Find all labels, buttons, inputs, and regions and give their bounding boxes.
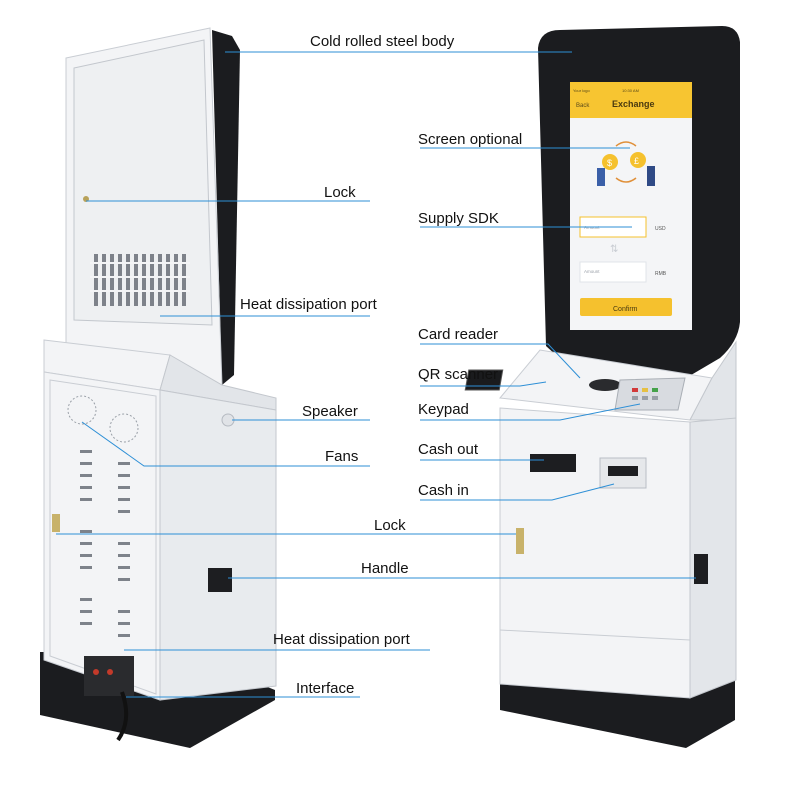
cash-in-slot	[608, 466, 638, 476]
label-interface: Interface	[296, 680, 354, 697]
lower-cabinet-side	[159, 389, 277, 701]
label-speaker: Speaker	[302, 403, 358, 420]
confirm-button-label: Confirm	[613, 306, 638, 313]
confirm-button[interactable]	[580, 298, 672, 316]
screen-status-left: Your logo	[573, 88, 591, 93]
currency-2: RMB	[655, 271, 667, 277]
lock-rear-icon	[52, 514, 60, 532]
amount-input-2-placeholder: Amount	[584, 269, 600, 274]
labels: Cold rolled steel body Lock Heat dissipa…	[240, 33, 522, 697]
cash-out-slot	[530, 454, 576, 472]
kiosk-front-view: Your logo 10:30 AM Back Exchange $ £ Amo…	[464, 26, 740, 748]
mid-side-rear	[159, 354, 277, 411]
amount-input-2[interactable]	[579, 261, 647, 283]
coin-pound-symbol: £	[634, 156, 639, 166]
label-screen-optional: Screen optional	[418, 131, 522, 148]
label-handle: Handle	[361, 560, 409, 577]
keypad	[614, 377, 686, 411]
label-keypad: Keypad	[418, 401, 469, 418]
label-cash-in: Cash in	[418, 482, 469, 499]
screen-back-link[interactable]: Back	[576, 103, 590, 109]
label-heat-port-top: Heat dissipation port	[240, 296, 378, 313]
coin-pound-icon	[630, 152, 646, 168]
label-cold-rolled: Cold rolled steel body	[310, 33, 455, 50]
touch-screen: Your logo 10:30 AM Back Exchange $ £ Amo…	[570, 82, 692, 330]
exchange-arrows-icon	[615, 141, 637, 183]
swap-arrows-icon[interactable]: ⇅	[610, 244, 618, 255]
vents-lower	[80, 450, 130, 637]
person-right-icon	[647, 166, 655, 186]
front-cabinet	[499, 407, 691, 699]
screen-status-time: 10:30 AM	[622, 88, 639, 93]
fan-grill-right	[109, 413, 139, 443]
top-panel-inner	[73, 39, 213, 326]
cable	[116, 691, 129, 742]
label-lock-top: Lock	[324, 184, 356, 201]
screen-title: Exchange	[612, 99, 655, 109]
lower-cabinet-rear	[43, 371, 161, 701]
label-supply-sdk: Supply SDK	[418, 210, 499, 227]
qr-scanner-window	[464, 369, 504, 391]
kiosk-rear-view	[40, 27, 277, 748]
label-qr-scanner: QR scanner	[418, 366, 498, 383]
label-heat-port-bottom: Heat dissipation port	[273, 631, 411, 648]
lock-front-icon	[516, 528, 524, 554]
top-panel-edge	[212, 30, 240, 385]
person-left-icon	[597, 168, 605, 186]
card-reader-icon	[589, 379, 621, 391]
coin-dollar-icon	[602, 154, 618, 170]
label-cash-out: Cash out	[418, 441, 479, 458]
leader-lines	[56, 51, 696, 698]
fan-grill-left	[67, 395, 97, 425]
rear-door	[49, 379, 157, 695]
label-fans: Fans	[325, 448, 358, 465]
handle-front	[694, 554, 708, 584]
label-card-reader: Card reader	[418, 326, 498, 343]
coin-dollar-symbol: $	[607, 158, 612, 168]
front-cabinet-side	[689, 417, 737, 699]
handle-rear	[208, 568, 232, 592]
currency-1: USD	[655, 226, 666, 232]
interface-panel	[84, 656, 134, 696]
vents-top	[90, 254, 190, 306]
keypad-keys	[632, 388, 658, 400]
label-lock-middle: Lock	[374, 517, 406, 534]
